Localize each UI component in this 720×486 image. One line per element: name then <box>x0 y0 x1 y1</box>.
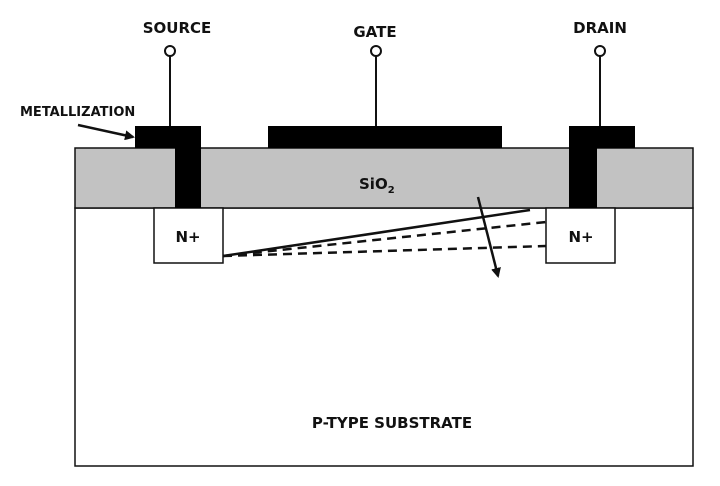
metallization-label: METALLIZATION <box>20 105 135 120</box>
n-plus-drain-region <box>545 207 616 264</box>
drain-metal-via <box>569 148 597 208</box>
gate-terminal-node <box>370 45 382 57</box>
source-metal-via <box>175 148 201 208</box>
oxide-label-subscript: 2 <box>388 185 395 196</box>
n-plus-source-label: N+ <box>175 228 200 246</box>
channel-line-solid <box>222 208 531 258</box>
drain-label: DRAIN <box>573 19 627 37</box>
substrate-label: P-TYPE SUBSTRATE <box>312 414 472 432</box>
oxide-label: SiO2 <box>359 175 395 196</box>
channel-line-dashed-lower <box>222 244 547 258</box>
source-label: SOURCE <box>143 19 212 37</box>
source-metal-pad <box>135 126 201 148</box>
oxide-label-main: SiO <box>359 175 388 193</box>
source-terminal-node <box>164 45 176 57</box>
channel-line-dashed-upper <box>222 220 547 258</box>
n-plus-drain-label: N+ <box>568 228 593 246</box>
drain-metal-pad <box>569 126 635 148</box>
metallization-pointer-arrow <box>77 123 135 141</box>
channel-direction-arrow <box>476 196 501 278</box>
gate-label: GATE <box>353 23 396 41</box>
gate-metal-electrode <box>268 126 502 148</box>
drain-terminal-node <box>594 45 606 57</box>
